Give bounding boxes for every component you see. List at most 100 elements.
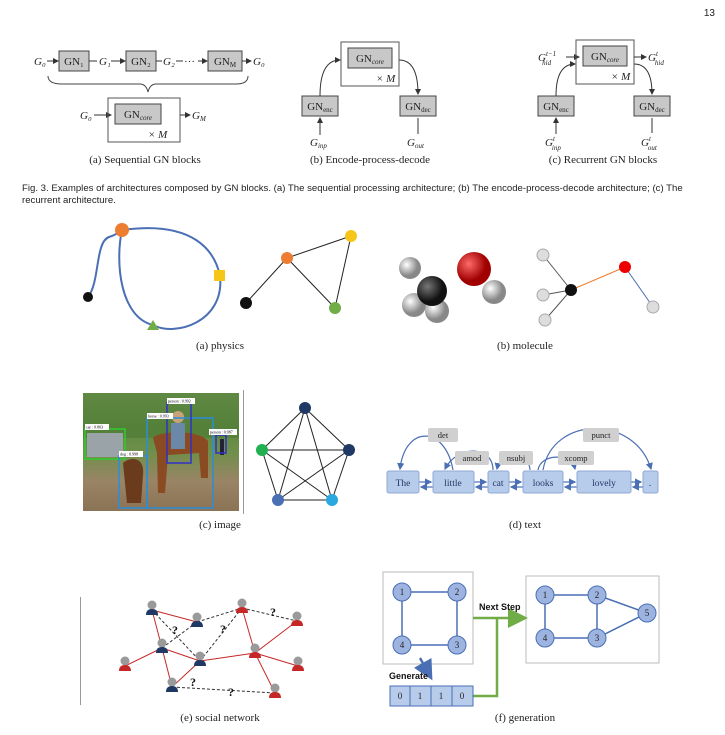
bit: 1 — [439, 691, 444, 701]
figure-caption: Fig. 3. Examples of architectures compos… — [22, 183, 683, 206]
gm-label: GM — [192, 110, 207, 123]
times-m-label: × M — [148, 129, 168, 141]
svg-text:1: 1 — [400, 587, 405, 597]
person-blue-icon — [166, 677, 178, 692]
rel-xcomp: xcomp — [564, 453, 587, 463]
panel-divider — [80, 597, 81, 705]
unknown-edge-mark: ? — [220, 622, 226, 636]
oxygen-atom — [457, 252, 491, 286]
adjacency-vector: 0 1 1 0 — [389, 685, 474, 707]
label-car: car : 0.803 — [86, 425, 103, 430]
word-lovely: lovely — [592, 479, 616, 489]
word-period: . — [649, 479, 651, 489]
node-1 — [392, 582, 412, 602]
caption-recurrent: (c) Recurrent GN blocks — [548, 154, 658, 166]
graph-c-node — [565, 284, 577, 296]
gnm-label: GNM — [214, 56, 237, 69]
node-5 — [637, 603, 657, 623]
label-dog: dog : 0.998 — [120, 452, 138, 457]
node-2 — [587, 585, 607, 605]
unknown-edge-mark: ? — [172, 623, 178, 637]
graph-h-node — [646, 300, 660, 314]
social-network-panel: ? ? ? ? ? — [119, 598, 304, 699]
rel-det: det — [438, 430, 449, 440]
graph-node-dog — [272, 494, 284, 506]
gn-core-box-b — [347, 47, 393, 69]
node-2 — [447, 582, 467, 602]
graph-node-person — [299, 402, 311, 414]
node-1 — [535, 585, 555, 605]
word-looks: looks — [533, 479, 554, 489]
text-dependency-panel: det amod nsubj xcomp punct The little ca… — [386, 428, 659, 494]
unknown-edge-mark: ? — [190, 675, 196, 689]
gn-core-box — [114, 103, 162, 125]
svg-text:2: 2 — [595, 590, 600, 600]
bbox-horse — [146, 417, 214, 509]
label-person-small: person : 0.987 — [210, 430, 233, 435]
rel-nsubj: nsubj — [507, 453, 525, 463]
molecule-panel — [399, 248, 660, 327]
graph-h-node — [538, 313, 552, 327]
physics-black-node — [83, 292, 93, 302]
hydrogen-atom — [482, 280, 506, 304]
carbon-atom — [417, 276, 447, 306]
gn-core-label-c: GNcore — [591, 51, 619, 64]
graph-yellow-node — [345, 230, 357, 242]
gn-dec-label-c: GNdec — [639, 101, 665, 114]
core-loop-frame — [107, 97, 181, 143]
graph-o-node — [619, 261, 631, 273]
core-loop-frame-c — [575, 39, 635, 85]
hydrogen-atom — [399, 257, 421, 279]
rel-punct: punct — [592, 430, 612, 440]
bit: 0 — [460, 691, 465, 701]
caption-social: (e) social network — [180, 712, 260, 724]
caption-sequential: (a) Sequential GN blocks — [89, 154, 201, 166]
unknown-edge-mark: ? — [228, 685, 234, 699]
gn-dec-box-c — [633, 95, 671, 117]
ellipsis: ··· — [184, 56, 195, 68]
next-step-label: Next Step — [479, 602, 521, 612]
node-3 — [587, 628, 607, 648]
physics-orange-node — [115, 223, 129, 237]
page-number: 13 — [703, 8, 715, 19]
physics-yellow-node — [214, 270, 225, 281]
svg-text:2: 2 — [455, 587, 460, 597]
graph-orange-node — [281, 252, 293, 264]
svg-text:1: 1 — [543, 590, 548, 600]
person-red-icon — [236, 598, 248, 613]
g0-right-label: G₀ — [253, 56, 265, 68]
sequential-gn-diagram: G₀ GN₁ G₁ GN₂ G₂ ··· GNM G₀ G₀ GNcore × … — [34, 50, 265, 143]
gn2-label: GN₂ — [131, 56, 151, 68]
node-4 — [535, 628, 555, 648]
caption-image: (c) image — [199, 519, 241, 531]
svg-text:4: 4 — [543, 633, 548, 643]
word-the: The — [396, 479, 411, 489]
gn-core-label-b: GNcore — [356, 53, 384, 66]
graph-h-node — [536, 288, 550, 302]
caption-generation: (f) generation — [494, 712, 556, 724]
rel-amod: amod — [463, 453, 483, 463]
g0-left-label: G₀ — [34, 56, 46, 68]
person-red-icon — [249, 643, 261, 658]
g-inp-label-b: Ginp — [310, 137, 327, 150]
word-little: little — [444, 479, 461, 489]
label-person: person : 0.992 — [168, 399, 191, 404]
graph-node-car — [256, 444, 268, 456]
graph-green-node — [329, 302, 341, 314]
gn-enc-label-c: GNenc — [543, 101, 569, 114]
person-blue-icon — [156, 638, 168, 653]
generate-label: Generate — [389, 671, 428, 681]
person-red-icon — [292, 656, 304, 671]
physics-panel — [83, 223, 357, 330]
graph-node-horse — [326, 494, 338, 506]
person-blue-icon — [194, 651, 206, 666]
svg-text:5: 5 — [645, 608, 650, 618]
gn-architectures-diagram: G₀ GN₁ G₁ GN₂ G₂ ··· GNM G₀ G₀ GNcore × … — [34, 39, 671, 152]
detection-photo: car : 0.803 dog : 0.998 horse : 0.993 pe… — [83, 393, 239, 511]
node-4 — [392, 635, 412, 655]
caption-encode-process-decode: (b) Encode-process-decode — [309, 154, 431, 166]
graph-node-person-2 — [343, 444, 355, 456]
